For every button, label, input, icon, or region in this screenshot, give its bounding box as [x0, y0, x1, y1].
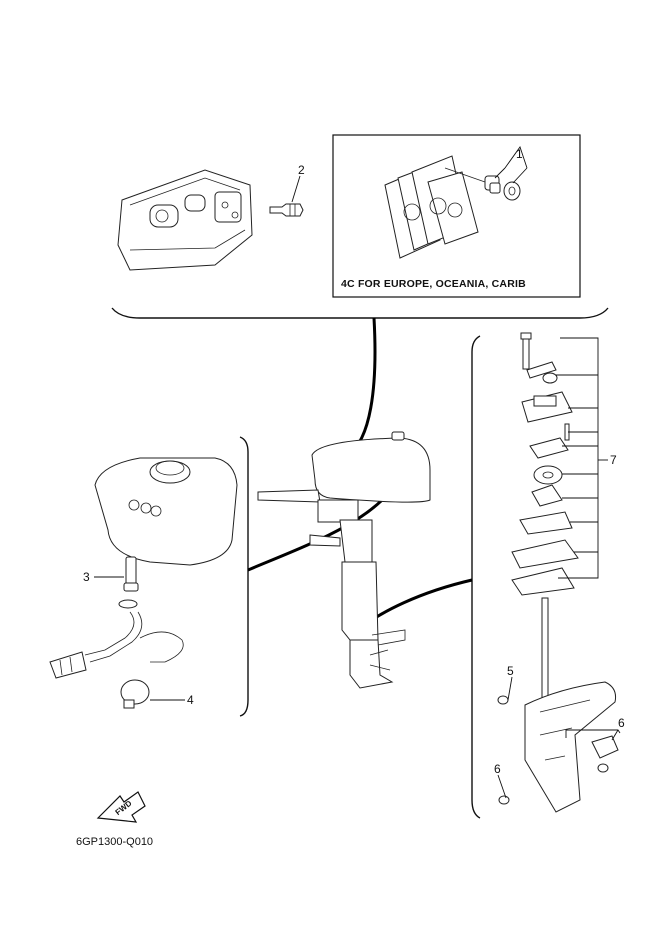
fuel-hose [49, 599, 184, 679]
inset-caption: 4C FOR EUROPE, OCEANIA, CARIB [341, 278, 526, 290]
thermostat-part [484, 175, 501, 194]
top-bracket [111, 307, 609, 319]
fuel-tank [94, 457, 238, 566]
callout-4: 4 [187, 693, 194, 707]
callout-2: 2 [298, 163, 305, 177]
callout-3: 3 [83, 570, 90, 584]
callout-1: 1 [516, 147, 523, 161]
fwd-arrow-icon: FWD [96, 791, 146, 823]
water-pump-stack [511, 332, 579, 596]
lower-unit [497, 681, 616, 813]
spark-plug [269, 203, 304, 217]
drive-shaft [541, 597, 549, 709]
left-bracket [239, 436, 249, 717]
leader-1 [504, 146, 528, 169]
leader-6b [497, 774, 507, 799]
leader-7 [556, 337, 599, 579]
inset-box [332, 134, 581, 298]
callout-5: 6 [618, 716, 625, 730]
gasket-stack [384, 155, 486, 259]
outboard-motor [257, 431, 431, 689]
anode-part [591, 735, 619, 773]
right-bracket [471, 335, 481, 819]
fuel-cock [123, 556, 139, 592]
washer-part [503, 181, 521, 201]
connector-top [347, 317, 377, 457]
callout-6a: 5 [507, 664, 514, 678]
fuel-connector [120, 679, 150, 709]
leader-6a [507, 676, 513, 701]
callout-7: 7 [610, 453, 617, 467]
leader-2 [291, 175, 301, 203]
cylinder-block [117, 169, 253, 271]
reference-code: 6GP1300-Q010 [76, 836, 153, 848]
leader-5 [565, 729, 621, 738]
callout-6b: 6 [494, 762, 501, 776]
